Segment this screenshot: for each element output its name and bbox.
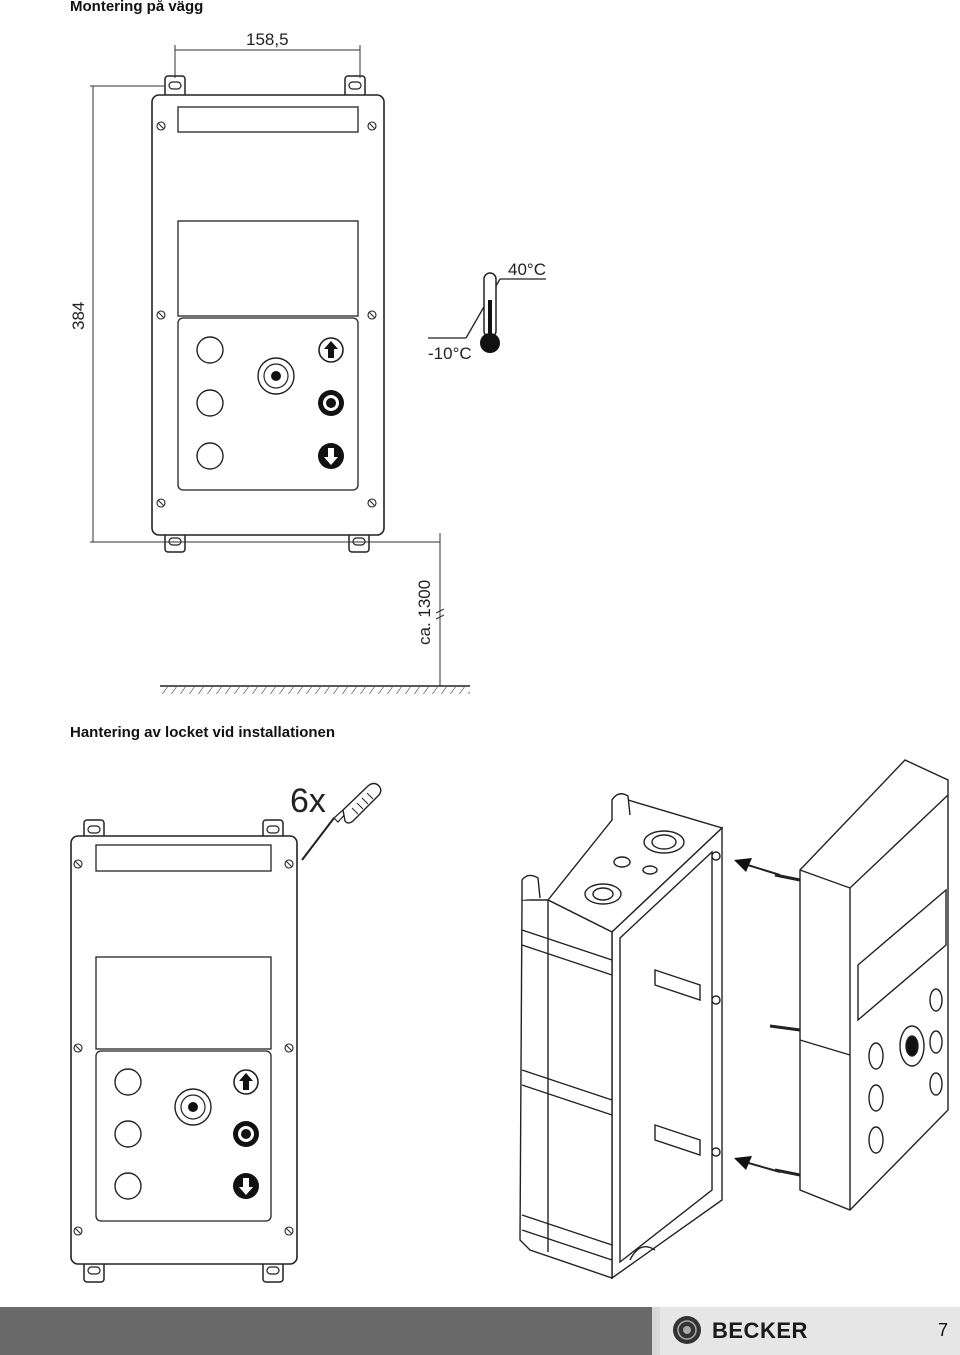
width-dimension: 158,5 [174,30,361,78]
wall-device-drawing [151,75,385,553]
arrow-down-icon [233,1173,259,1199]
width-label: 158,5 [246,30,289,49]
footer-bar [0,1307,652,1355]
temp-max-label: 40°C [508,260,546,279]
screw-count-label: 6x [290,782,326,820]
page-number: 7 [938,1320,949,1340]
section-title-cover: Hantering av locket vid installationen [70,724,336,741]
footer-brand-area [660,1307,960,1355]
insertion-arrows [734,858,781,1173]
front-device-drawing [70,819,298,1283]
arrow-down-icon [318,443,344,469]
floor-hatching [160,687,470,694]
height-label: 384 [69,302,88,330]
footer-divider [652,1307,660,1355]
selector-icon [174,1088,212,1126]
brand-name: BECKER [712,1318,808,1343]
stop-icon [233,1121,259,1147]
height-dimension: 384 [69,85,440,543]
screwdriver-icon: 6x [290,782,382,861]
selector-icon [257,357,295,395]
thermometer-icon: 40°C -10°C [428,260,546,363]
floor-dimension: ca. 1300 [160,533,470,694]
stop-icon [318,390,344,416]
cover-drawing [769,759,949,1211]
section-title-mounting: Montering på vägg [70,0,204,15]
floor-distance-label: ca. 1300 [415,580,434,645]
open-housing-drawing [519,793,724,1280]
arrow-up-icon [233,1069,259,1095]
temp-min-label: -10°C [428,344,472,363]
arrow-up-icon [318,337,344,363]
